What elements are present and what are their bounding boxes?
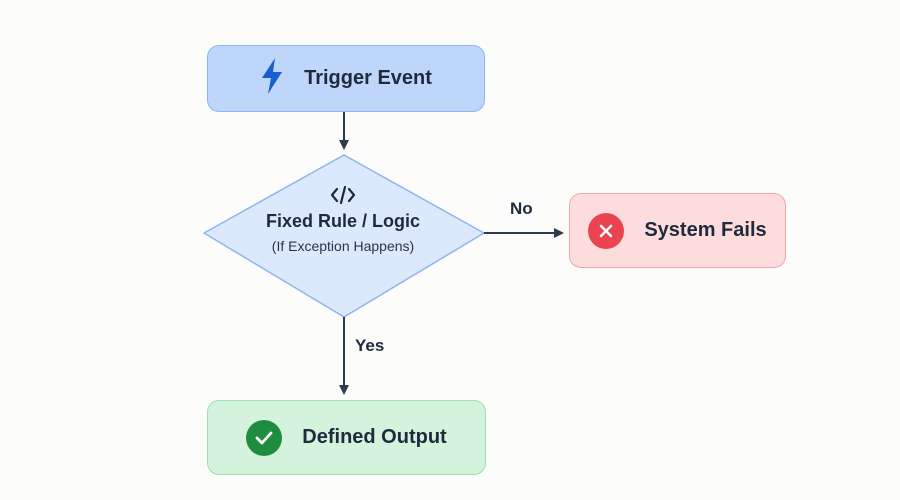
decision-text: Fixed Rule / Logic (If Exception Happens…	[204, 185, 482, 256]
trigger-event-label: Trigger Event	[304, 67, 432, 89]
system-fails-node: System Fails	[569, 193, 786, 268]
defined-output-label: Defined Output	[302, 426, 447, 448]
decision-title: Fixed Rule / Logic	[265, 211, 421, 231]
edge-label-yes: Yes	[355, 336, 385, 355]
trigger-event-node: Trigger Event	[207, 45, 485, 112]
edge-label-no: No	[510, 199, 533, 218]
code-icon	[330, 185, 356, 205]
lightning-bolt-icon	[260, 57, 284, 101]
check-circle-icon	[246, 419, 283, 456]
defined-output-node: Defined Output	[207, 400, 486, 475]
decision-subtitle: (If Exception Happens)	[271, 238, 415, 254]
system-fails-label: System Fails	[644, 219, 767, 241]
close-circle-icon	[588, 212, 625, 249]
